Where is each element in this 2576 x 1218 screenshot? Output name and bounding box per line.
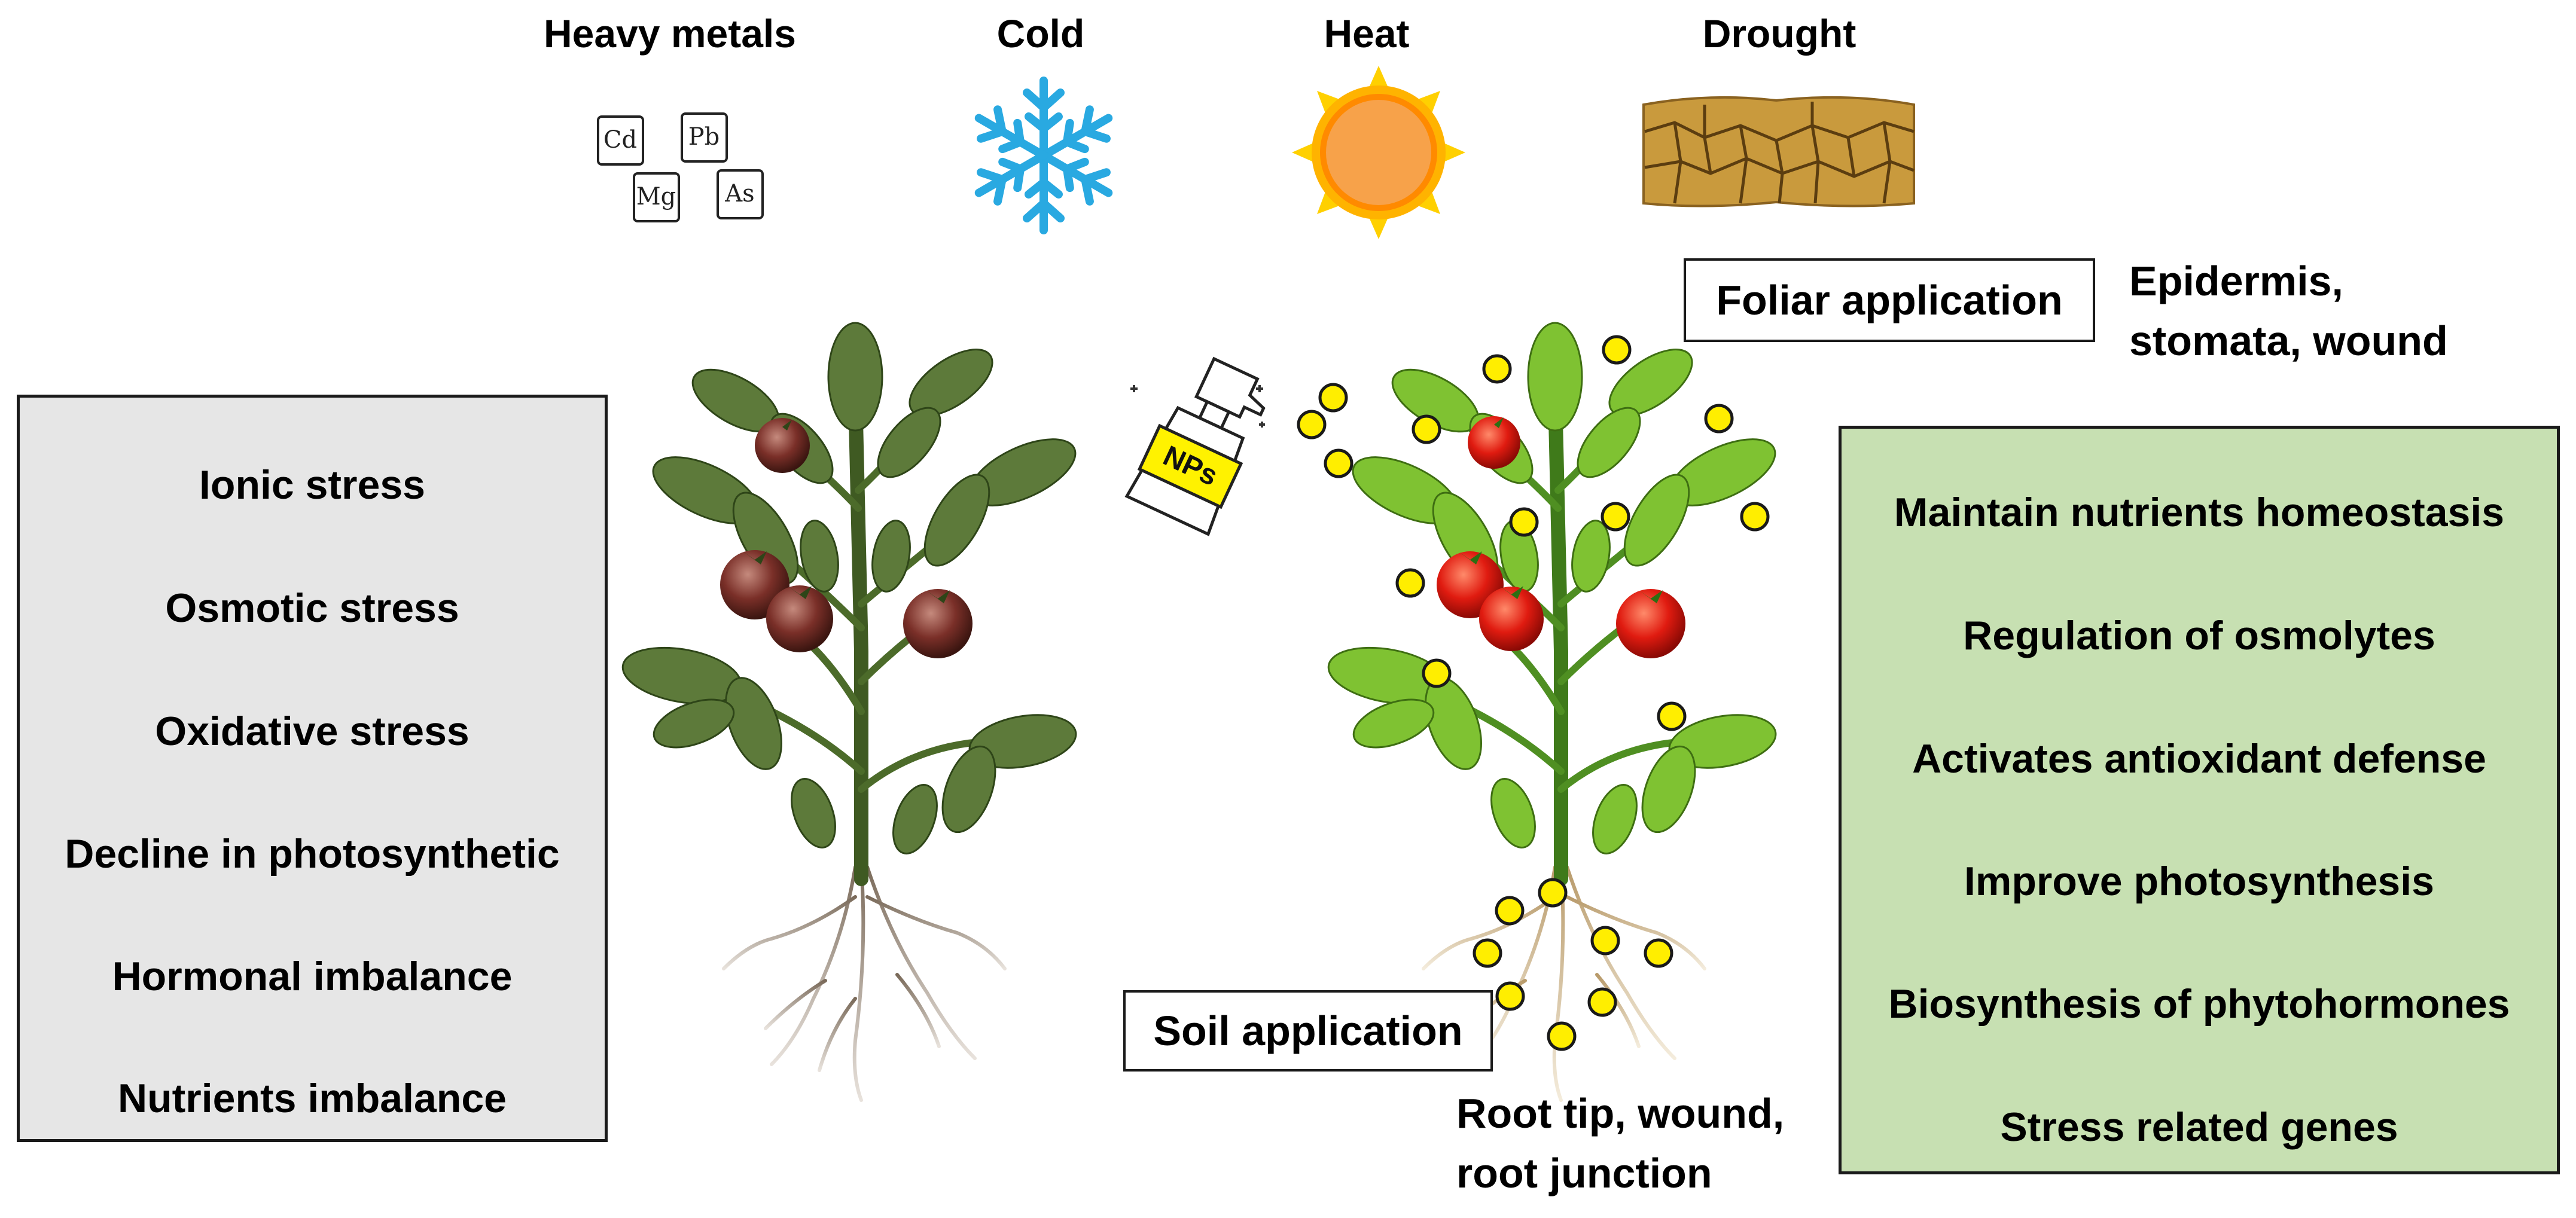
- cracked-soil-icon: [1642, 96, 1915, 207]
- soil-site-line: root junction: [1456, 1150, 1712, 1196]
- nanoparticle: [1482, 354, 1512, 384]
- nanoparticle: [1422, 658, 1452, 688]
- nanoparticle: [1324, 448, 1353, 478]
- soil-application-label: Soil application: [1123, 990, 1493, 1072]
- nanoparticle: [1657, 701, 1687, 731]
- nanoparticle: [1495, 896, 1525, 926]
- nanoparticle: [1297, 410, 1327, 439]
- foliar-application-label: Foliar application: [1684, 258, 2095, 342]
- stress-effect-item: Hormonal imbalance: [112, 954, 513, 999]
- nanoparticle: [1473, 938, 1502, 968]
- nanoparticle: [1587, 987, 1617, 1017]
- benefit-item: Regulation of osmolytes: [1963, 613, 2435, 658]
- nanoparticle: [1590, 926, 1620, 956]
- stress-effect-item: Oxidative stress: [155, 709, 470, 754]
- nanoparticle: [1509, 507, 1539, 537]
- nanoparticle: [1538, 878, 1568, 908]
- stress-effect-item: Decline in photosynthetic: [65, 831, 560, 877]
- foliar-site-line: stomata, wound: [2129, 318, 2448, 364]
- benefit-item: Biosynthesis of phytohormones: [1888, 981, 2510, 1027]
- benefit-item: Improve photosynthesis: [1964, 859, 2434, 904]
- nanoparticle: [1495, 981, 1525, 1011]
- nanoparticle: [1395, 568, 1425, 598]
- stressor-label-heat: Heat: [1324, 11, 1410, 56]
- stress-effect-item: Ionic stress: [199, 462, 425, 508]
- foliar-site-line: Epidermis,: [2129, 258, 2343, 304]
- nanoparticle: [1704, 404, 1734, 434]
- nanoparticle: [1318, 383, 1348, 413]
- element-mg: Mg: [636, 183, 676, 210]
- nanoparticle: [1602, 335, 1632, 365]
- stress-effect-item: Nutrients imbalance: [118, 1076, 507, 1121]
- nanoparticle: [1740, 502, 1770, 532]
- benefit-item: Maintain nutrients homeostasis: [1894, 490, 2505, 535]
- element-tiles-icon: Cd Pb Mg As: [597, 112, 764, 222]
- nanoparticle: [1412, 414, 1441, 444]
- snowflake-icon: [963, 77, 1124, 236]
- stressor-label-drought: Drought: [1702, 11, 1856, 56]
- stressor-label-heavy-metals: Heavy metals: [544, 11, 796, 56]
- soil-uptake-sites: Root tip, wound, root junction: [1456, 1083, 1784, 1203]
- sun-icon: [1292, 66, 1465, 239]
- stressed-tomato-plant: [621, 322, 1077, 1102]
- stress-effect-item: Osmotic stress: [165, 585, 459, 631]
- stressor-label-cold: Cold: [996, 11, 1085, 56]
- nanoparticle: [1644, 938, 1673, 968]
- element-pb: Pb: [688, 123, 720, 151]
- benefit-item: Activates antioxidant defense: [1912, 736, 2486, 782]
- nanoparticle: [1601, 502, 1630, 532]
- benefits-box: Maintain nutrients homeostasis Regulatio…: [1839, 426, 2560, 1174]
- benefit-item: Stress related genes: [2000, 1104, 2398, 1150]
- foliar-uptake-sites: Epidermis, stomata, wound: [2129, 251, 2448, 371]
- stress-effects-box: Ionic stress Osmotic stress Oxidative st…: [17, 395, 608, 1142]
- healthy-tomato-plant: [1327, 322, 1777, 1102]
- nanoparticle: [1547, 1021, 1577, 1051]
- element-as: As: [724, 180, 754, 207]
- nps-sprayer-icon: NPs: [1124, 356, 1266, 536]
- soil-site-line: Root tip, wound,: [1456, 1090, 1785, 1137]
- element-cd: Cd: [603, 126, 637, 154]
